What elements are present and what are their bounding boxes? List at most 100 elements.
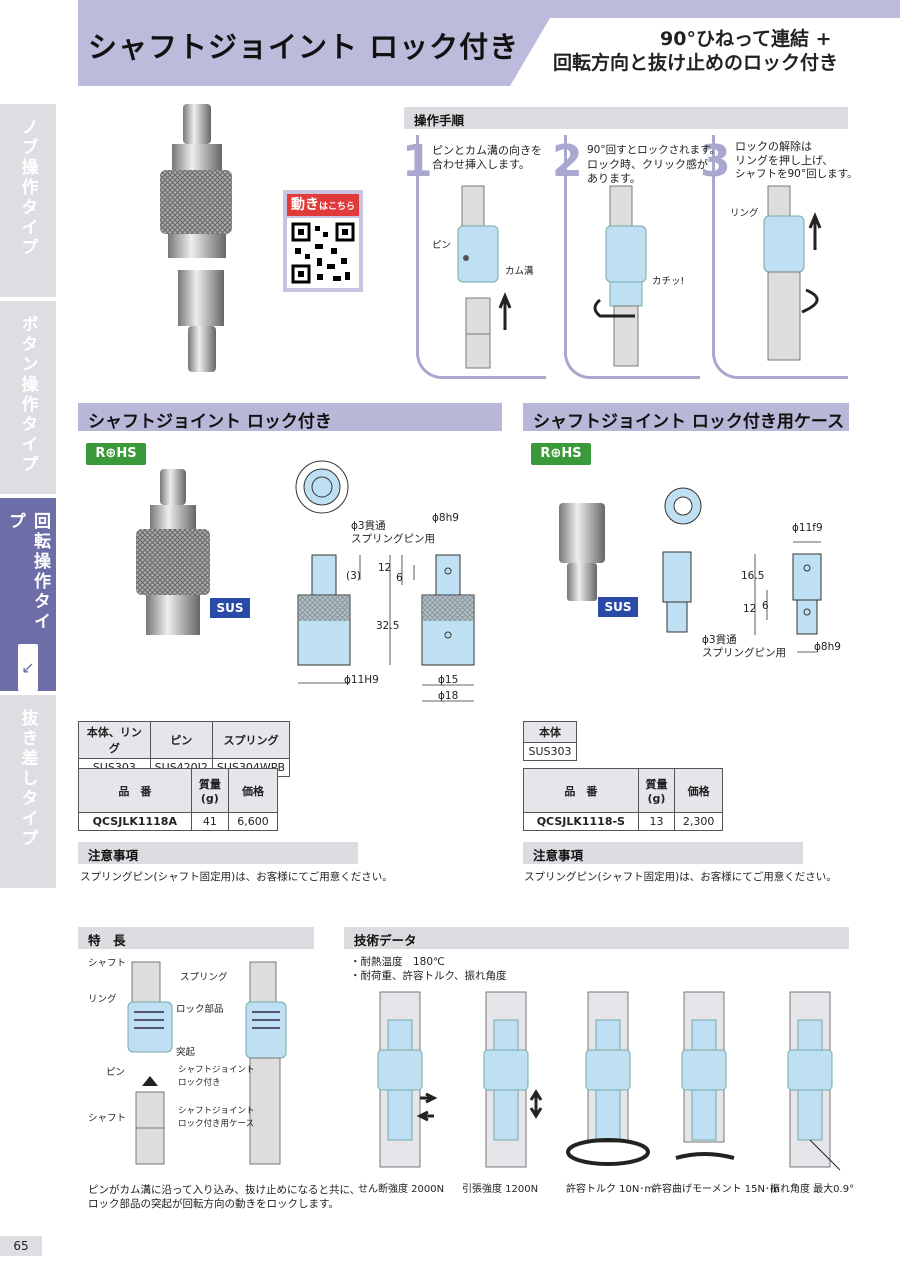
step-1-illustration	[457, 185, 512, 369]
tech-tensile-figure	[483, 991, 543, 1168]
right-part-number: QCSJLK1118-S	[523, 812, 639, 831]
step-3-frame	[712, 135, 848, 379]
right-dim-l1: 16.5	[741, 570, 765, 582]
step-3-illustration	[763, 185, 822, 361]
left-drawing	[295, 460, 475, 702]
step-2-label-click: カチッ!	[652, 276, 685, 287]
arrow-icon: ↙	[18, 644, 38, 691]
feature-label-case: シャフトジョイント	[178, 1106, 255, 1116]
tech-illustrations	[377, 991, 841, 1171]
step-3-text-2: リングを押し上げ、	[735, 154, 834, 167]
step-2-frame	[564, 135, 700, 379]
step-1-text-2: 合わせ挿入します。	[432, 158, 530, 171]
left-note-text: スプリングピン(シャフト固定用)は、お客様にてご用意ください。	[80, 871, 393, 883]
features-title: 特 長	[78, 927, 314, 949]
step-3-number: 3	[700, 136, 731, 187]
tech-bending-figure	[675, 991, 735, 1160]
step-3-text-3: シャフトを90°回します。	[735, 168, 858, 180]
tech-item-shear: せん断強度 2000N	[358, 1184, 445, 1195]
tech-torque-figure	[566, 991, 650, 1166]
feature-label-lock: ロック部品	[176, 1004, 224, 1015]
step-1-label-cam: カム溝	[505, 266, 534, 277]
right-rohs-badge: R⊕HS	[531, 443, 591, 465]
tech-item-tensile: 引張強度 1200N	[462, 1184, 539, 1195]
qr-code-icon	[287, 218, 359, 288]
page-number: 65	[0, 1236, 42, 1256]
left-dim-l1: (3)	[346, 570, 361, 582]
feature-label-protrusion: 突起	[176, 1047, 196, 1058]
page-header-subtitle-panel	[510, 18, 900, 86]
qr-panel[interactable]: 動きはこちら	[283, 190, 363, 292]
right-dim-d2: ϕ8h9	[814, 641, 841, 653]
sidebar-tab-rotate[interactable]: 回転操作タイプ ↙	[0, 498, 56, 691]
feature-label-case2: ロック付き用ケース	[178, 1119, 255, 1129]
feature-label-spring: スプリング	[180, 972, 228, 983]
procedure-title: 操作手順	[404, 107, 848, 129]
left-product-title: シャフトジョイント ロック付き	[78, 403, 502, 432]
left-dim-d2: ϕ11H9	[344, 674, 379, 686]
right-dim-d1: ϕ11f9	[792, 522, 823, 534]
sidebar-tab-pull[interactable]: 抜き差しタイプ	[0, 695, 56, 888]
left-dim-l4: 32.5	[376, 620, 400, 632]
sidebar-tab-knob[interactable]: ノブ操作タイプ	[0, 104, 56, 297]
step-2-text-3: あります。	[587, 172, 641, 185]
step-1-text-1: ピンとカム溝の向きを	[432, 144, 542, 157]
tech-item-angle: 振れ角度 最大0.9°	[770, 1184, 855, 1195]
feature-label-shaft2: シャフト	[88, 1113, 127, 1124]
step-1-label-pin: ピン	[432, 240, 452, 251]
right-note-title: 注意事項	[523, 842, 803, 864]
page-title: シャフトジョイント ロック付き	[88, 30, 520, 64]
right-material-table: 本体 SUS303	[523, 721, 577, 761]
tech-item-torque: 許容トルク 10N･m	[566, 1184, 655, 1195]
step-2-text-2: ロック時、クリック感が	[587, 158, 708, 171]
features-desc-2: ロック部品の突起が回転方向の動きをロックします。	[88, 1198, 339, 1210]
left-product-photo	[136, 469, 210, 635]
feature-label-pin: ピン	[106, 1067, 126, 1078]
right-dim-l3: 6	[762, 600, 769, 612]
left-dim-d3: ϕ15	[438, 674, 459, 686]
feature-label-joint: シャフトジョイント	[178, 1065, 255, 1075]
step-1-frame	[416, 135, 546, 379]
right-note-text: スプリングピン(シャフト固定用)は、お客様にてご用意ください。	[524, 871, 837, 883]
step-3-text-1: ロックの解除は	[735, 140, 812, 153]
left-dim-d1: ϕ8h9	[432, 512, 459, 524]
feature-label-joint2: ロック付き	[178, 1078, 221, 1088]
feature-label-shaft: シャフト	[88, 958, 127, 969]
tech-angle-figure	[787, 991, 841, 1171]
right-dim-pin: ϕ3貫通	[702, 634, 737, 646]
product-photo-joint	[160, 104, 232, 372]
tech-item-bending: 許容曲げモーメント 15N･m	[652, 1184, 780, 1195]
features-illustration	[127, 961, 287, 1165]
tech-bullet-2: ・耐荷重、許容トルク、振れ角度	[350, 970, 507, 982]
left-dim-pin2: スプリングピン用	[351, 533, 435, 545]
right-product-title: シャフトジョイント ロック付き用ケース	[523, 403, 849, 432]
left-part-number: QCSJLK1118A	[78, 812, 192, 831]
right-dim-pin2: スプリングピン用	[702, 647, 786, 659]
step-2-number: 2	[552, 136, 583, 187]
tech-title: 技術データ	[344, 927, 849, 949]
features-desc-1: ピンがカム溝に沿って入り込み、抜け止めになると共に、	[88, 1184, 361, 1196]
right-drawing	[662, 487, 822, 653]
page-subtitle-line1: 90°ひねって連結 +	[660, 28, 832, 50]
left-dim-pin: ϕ3貫通	[351, 520, 386, 532]
step-1-number: 1	[402, 136, 433, 187]
left-sus-badge: SUS	[210, 598, 250, 618]
step-2-text-1: 90°回すとロックされます。	[587, 144, 721, 156]
step-2-illustration	[593, 185, 647, 367]
step-3-label-ring: リング	[730, 208, 759, 219]
feature-label-ring: リング	[88, 994, 117, 1005]
left-dim-d4: ϕ18	[438, 690, 459, 702]
right-dim-l2: 12	[743, 603, 757, 615]
sidebar-tab-button[interactable]: ボタン操作タイプ	[0, 301, 56, 494]
right-sus-badge: SUS	[598, 597, 638, 617]
left-dim-l3: 6	[396, 572, 403, 584]
left-dim-l2: 12	[378, 562, 392, 574]
left-rohs-badge: R⊕HS	[86, 443, 146, 465]
page-subtitle-line2: 回転方向と抜け止めのロック付き	[553, 52, 839, 74]
tech-bullet-1: ・耐熱温度 180℃	[350, 956, 445, 968]
left-note-title: 注意事項	[78, 842, 358, 864]
right-product-photo	[559, 503, 605, 601]
